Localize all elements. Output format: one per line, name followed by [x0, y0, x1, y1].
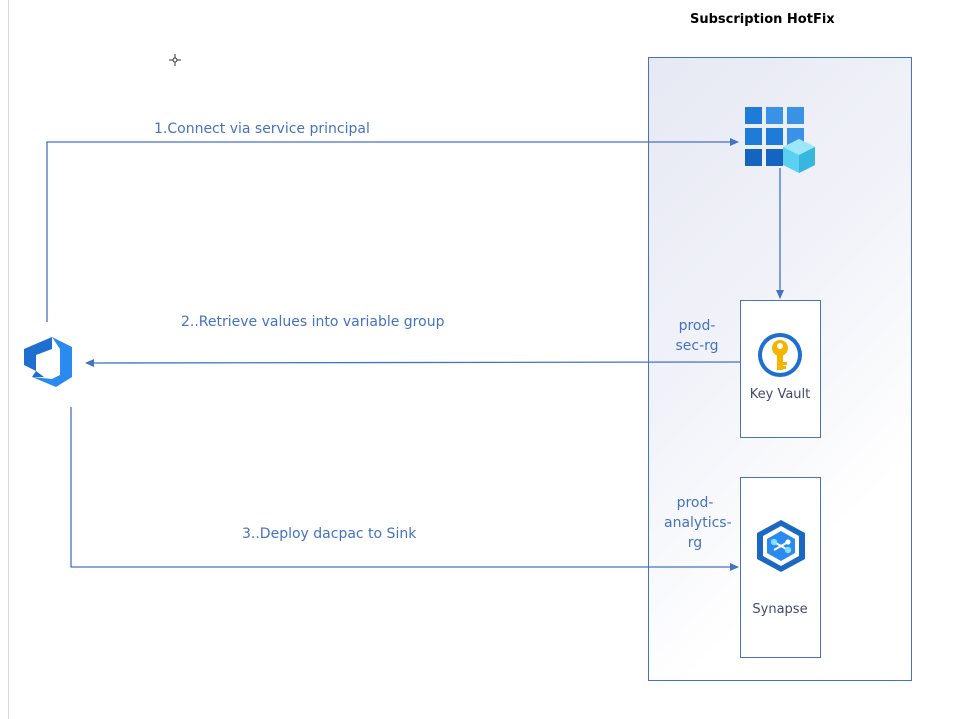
connect-label: 1.Connect via service principal: [154, 121, 370, 137]
deploy-label: 3..Deploy dacpac to Sink: [242, 526, 417, 542]
key-vault-label: Key Vault: [749, 387, 811, 402]
page-edge: [8, 0, 9, 719]
subscription-grid-icon[interactable]: [745, 107, 817, 179]
synapse-icon: [757, 520, 805, 572]
subscription-title: Subscription HotFix: [690, 12, 835, 27]
move-cursor-icon: [169, 54, 181, 66]
key-vault-icon: [758, 333, 802, 377]
azure-devops-icon[interactable]: [22, 335, 74, 389]
synapse-resource-group: prod- analytics- rg: [664, 495, 732, 551]
retrieve-arrow: [85, 358, 741, 367]
key-vault-resource-group: prod- sec-rg: [675, 318, 719, 354]
connect-arrow: [46, 138, 739, 322]
retrieve-label: 2..Retrieve values into variable group: [181, 314, 445, 330]
deploy-arrow: [70, 407, 739, 571]
synapse-label: Synapse: [752, 602, 808, 617]
